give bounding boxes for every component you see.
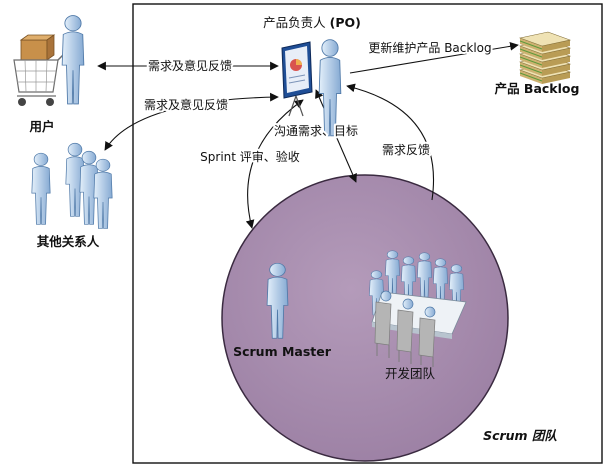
scrum-team-circle: [221, 174, 509, 462]
product-owner-title: 产品负责人: [263, 15, 326, 30]
document-stack-icon: [518, 31, 572, 84]
arrow-stakeholders-po: [104, 92, 279, 151]
flow-label-sprint-review: Sprint 评审、验收: [200, 149, 300, 164]
stakeholders-label: 其他关系人: [37, 234, 100, 249]
presentation-board-icon: [281, 41, 313, 117]
arrow-team-feedback: [346, 83, 434, 201]
flow-label-po-team-goals: 沟通需求、目标: [274, 124, 358, 138]
arrow-po-backlog: [349, 41, 519, 74]
product-owner-person-icon: [318, 39, 342, 137]
flow-label-user-po: 需求及意见反馈: [148, 58, 232, 73]
shopping-cart-icon: [13, 34, 67, 106]
product-backlog-label: 产品 Backlog: [495, 81, 580, 96]
arrow-po-team-goals: [315, 89, 357, 183]
stakeholders-group: [31, 142, 113, 229]
product-owner-label: 产品负责人 (PO): [263, 15, 361, 30]
user-label: 用户: [28, 119, 54, 134]
flow-label-stakeholders-po: 需求及意见反馈: [144, 97, 228, 112]
scrum-team-frame: [132, 3, 603, 464]
flow-label-team-feedback: 需求反馈: [382, 143, 430, 157]
arrow-sprint-review: [245, 99, 304, 229]
user-person-icon: [61, 15, 85, 105]
stakeholder-person-icon: [31, 152, 51, 225]
scrum-master-label: Scrum Master: [233, 344, 332, 359]
scrum-team-label: Scrum 团队: [483, 428, 557, 443]
meeting-table-icon: [369, 250, 467, 367]
flow-label-po-backlog: 更新维护产品 Backlog: [368, 40, 491, 55]
dev-team-label: 开发团队: [385, 366, 436, 381]
product-owner-abbr: (PO): [330, 15, 361, 30]
